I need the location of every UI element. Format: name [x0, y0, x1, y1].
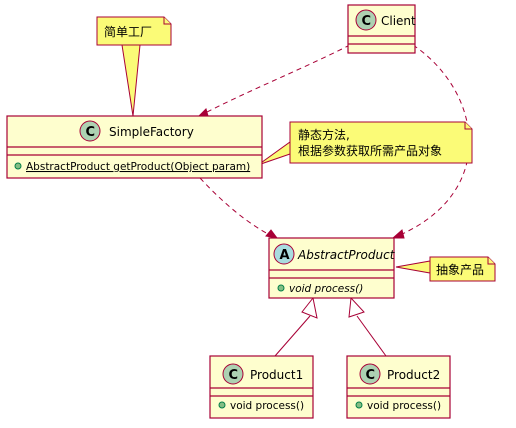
client-glyph: C: [362, 14, 372, 29]
factory-to-abstract-dependency: [199, 177, 279, 239]
abstract-note-connector: [395, 260, 431, 274]
abstract-product-glyph: A: [280, 248, 290, 263]
public-visibility-icon: [14, 162, 22, 170]
simple-factory-glyph: C: [86, 125, 96, 140]
method-note-line2: 根据参数获取所需产品对象: [298, 143, 442, 158]
product2-name: Product2: [387, 368, 440, 382]
client-name: Client: [381, 14, 416, 28]
product2-glyph: C: [366, 368, 376, 383]
product1-glyph: C: [229, 368, 239, 383]
class-product1[interactable]: C Product1 void process(): [209, 355, 314, 419]
client-to-factory-dependency: [195, 44, 351, 119]
factory-note-text: 简单工厂: [104, 25, 152, 39]
class-stereotype-icon: [355, 9, 377, 31]
class-product2[interactable]: C Product2 void process(): [346, 355, 451, 419]
simple-factory-name: SimpleFactory: [109, 125, 194, 139]
factory-note: 简单工厂: [96, 16, 172, 46]
simple-factory-method: AbstractProduct getProduct(Object param): [26, 161, 250, 173]
method-note-connector: [257, 141, 291, 166]
method-note-line1: 静态方法,: [298, 127, 350, 142]
class-client[interactable]: C Client: [347, 4, 416, 54]
abstract-note-text: 抽象产品: [436, 263, 484, 277]
factory-note-connector: [121, 44, 141, 117]
abstract-product-name: AbstractProduct: [297, 248, 396, 262]
class-abstract-product[interactable]: A AbstractProduct void process(): [268, 237, 396, 299]
public-visibility-icon: [277, 284, 285, 292]
class-stereotype-icon: [222, 363, 244, 385]
product2-method: void process(): [367, 400, 441, 412]
public-visibility-icon: [355, 401, 363, 409]
method-note: 静态方法, 根据参数获取所需产品对象: [289, 121, 473, 164]
class-simple-factory[interactable]: C SimpleFactory AbstractProduct getProdu…: [6, 115, 263, 179]
product2-inheritance: [348, 296, 387, 357]
public-visibility-icon: [218, 401, 226, 409]
class-stereotype-icon: [359, 363, 381, 385]
abstract-note: 抽象产品: [429, 256, 496, 282]
product1-name: Product1: [250, 368, 303, 382]
client-to-abstract-dependency: [391, 44, 470, 239]
product1-method: void process(): [230, 400, 304, 412]
abstract-product-method: void process(): [289, 283, 363, 295]
product1-inheritance: [274, 296, 318, 357]
class-stereotype-icon: [79, 120, 101, 142]
abstract-stereotype-icon: [273, 243, 295, 265]
